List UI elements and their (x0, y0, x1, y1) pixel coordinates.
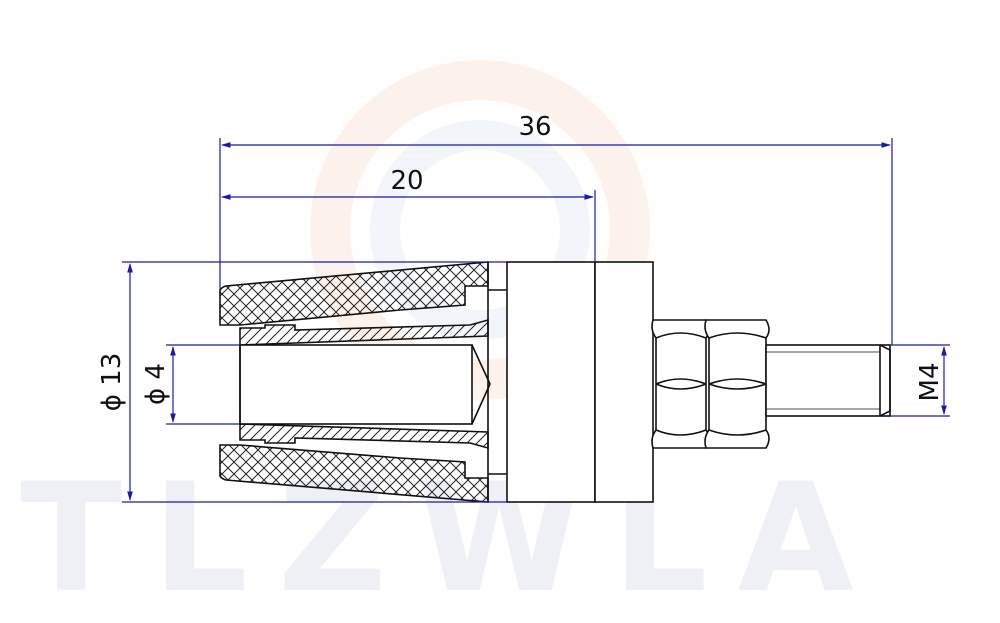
bore (239, 344, 473, 425)
sleeve-lower (239, 423, 489, 450)
dim-cap-label: 20 (390, 166, 423, 196)
body-collar (506, 261, 596, 503)
cap-body-lower (219, 444, 489, 503)
cap-body-upper (219, 261, 489, 326)
stud-chamfer (879, 344, 891, 417)
dim-outer-diameter-label: ϕ 13 (97, 353, 127, 412)
dimension-lines (122, 138, 950, 503)
dim-thread-label: M4 (915, 363, 945, 402)
hex-nut-2 (704, 319, 770, 449)
hex-nut-1 (651, 319, 710, 449)
connector-part (219, 261, 891, 503)
dim-overall-label: 36 (518, 112, 551, 142)
sleeve-upper (239, 318, 489, 346)
threaded-stud (765, 344, 891, 417)
dim-inner-diameter-label: ϕ 4 (141, 363, 171, 405)
bore-cone (471, 344, 491, 425)
body-flange (594, 261, 654, 503)
